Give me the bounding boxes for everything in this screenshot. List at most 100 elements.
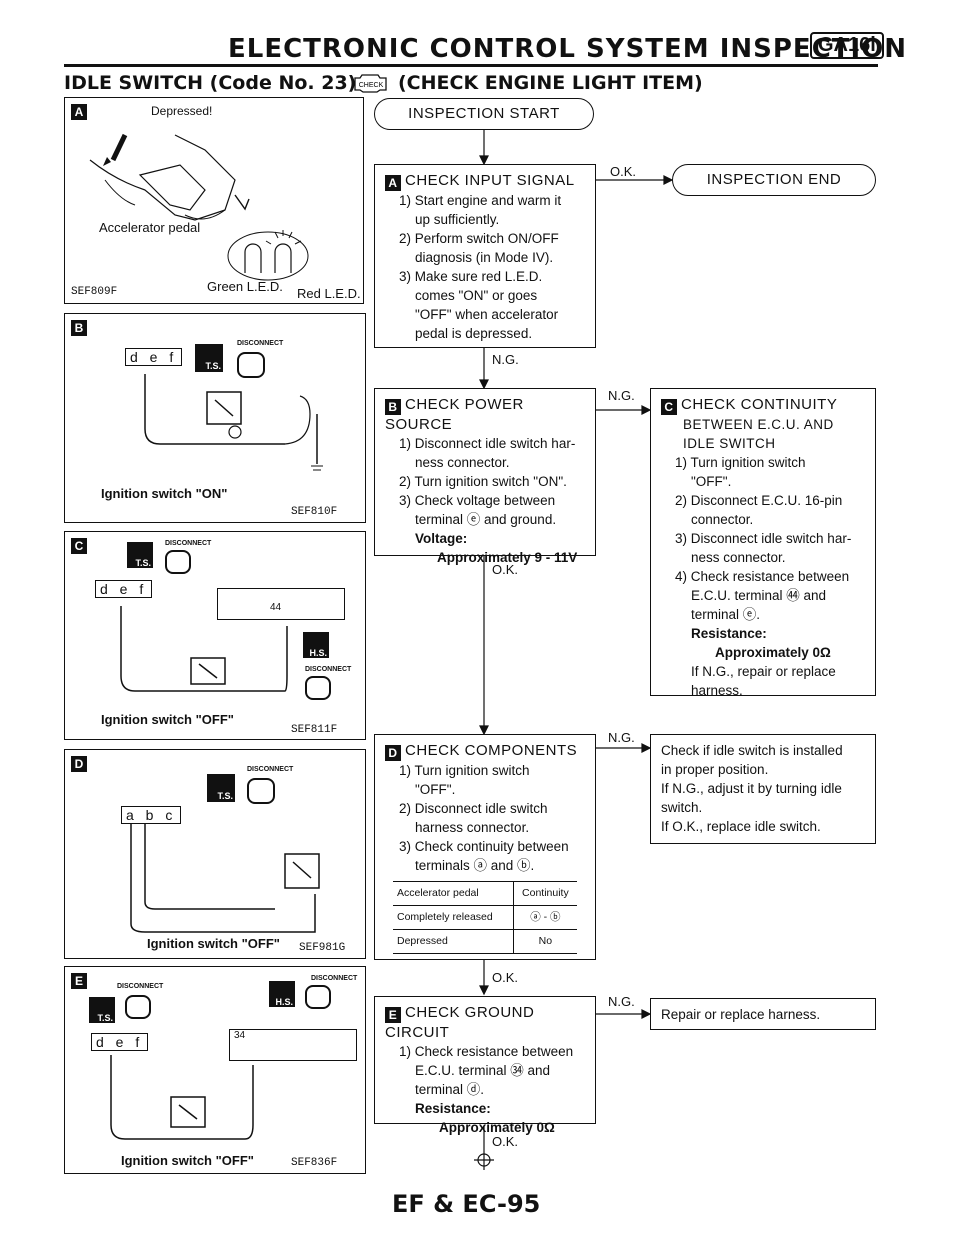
table-cell-depressed: Depressed xyxy=(393,929,514,954)
table-cell-depressed-continuity: No xyxy=(512,929,577,954)
connector-pin-44: 44 xyxy=(270,602,282,613)
flow-ok-d: O.K. xyxy=(492,970,519,985)
step-e-ng-text: Repair or replace harness. xyxy=(661,1007,821,1022)
connector-def: d e f xyxy=(91,1033,149,1051)
step-b-3b: terminal ⓔ and ground. xyxy=(415,512,557,527)
disconnect-icon xyxy=(165,550,191,574)
table-header-pedal: Accelerator pedal xyxy=(393,881,514,906)
figure-e-code: SEF836F xyxy=(291,1157,338,1169)
green-led-label: Green L.E.D. xyxy=(207,279,283,294)
accelerator-pedal-illustration xyxy=(89,133,250,221)
flow-ok-b: O.K. xyxy=(492,562,519,577)
figure-b-badge: B xyxy=(71,320,87,336)
step-d-3: 3) Check continuity between xyxy=(399,839,569,854)
step-d-2b: harness connector. xyxy=(415,820,530,835)
header-rule xyxy=(64,64,878,67)
figure-a-panel: A Depressed! Accelerator pedal Green L.E… xyxy=(64,97,364,304)
step-c-resistance-label: Resistance: xyxy=(691,626,767,641)
step-d-badge: D xyxy=(385,745,401,761)
disconnect-label: DISCONNECT xyxy=(165,540,212,547)
flow-box-d-ng: Check if idle switch is installed in pro… xyxy=(650,734,876,844)
step-c-4: 4) Check resistance between xyxy=(675,569,850,584)
step-a-2: 2) Perform switch ON/OFF xyxy=(399,231,559,246)
step-a-1b: up sufficiently. xyxy=(415,212,500,227)
step-e-resistance-label: Resistance: xyxy=(415,1101,491,1116)
step-c-1b: "OFF". xyxy=(691,474,732,489)
figure-a-badge: A xyxy=(71,104,87,120)
step-b-1: 1) Disconnect idle switch har- xyxy=(399,436,576,451)
voltmeter-circuit xyxy=(144,374,323,471)
step-c-heading-1: CHECK CONTINUITY xyxy=(681,396,838,413)
flow-ok-a: O.K. xyxy=(610,164,637,179)
figure-a-code: SEF809F xyxy=(71,286,118,298)
table-row: Accelerator pedal Continuity xyxy=(393,881,577,906)
step-c-heading-3: IDLE SWITCH xyxy=(683,436,776,451)
continuity-table: Accelerator pedal Continuity Completely … xyxy=(393,881,577,954)
step-d-1b: "OFF". xyxy=(415,782,456,797)
ohmmeter-circuit xyxy=(120,606,288,692)
figure-d-badge: D xyxy=(71,756,87,772)
figure-a-depressed: Depressed! xyxy=(151,104,213,118)
inspection-end: INSPECTION END xyxy=(672,164,876,196)
table-header-continuity: Continuity xyxy=(512,881,577,906)
page-title: ELECTRONIC CONTROL SYSTEM INSPECTION xyxy=(228,34,908,64)
connector-def: d e f xyxy=(95,580,153,598)
section-subtitle: IDLE SWITCH (Code No. 23) xyxy=(64,72,357,94)
ts-icon: T.S. xyxy=(89,997,115,1023)
figure-d-panel: D T.S. DISCONNECT a b c Ignition switch … xyxy=(64,749,366,959)
flow-ok-e: O.K. xyxy=(492,1134,519,1149)
step-a-2b: diagnosis (in Mode IV). xyxy=(415,250,554,265)
step-b-heading: CHECK POWER SOURCE xyxy=(385,396,524,433)
table-row: Completely released ⓐ - ⓑ xyxy=(393,905,577,930)
ignition-switch-off-label: Ignition switch "OFF" xyxy=(101,712,234,727)
step-d-ng-3: If N.G., adjust it by turning idle xyxy=(661,781,842,796)
check-icon-text: CHECK xyxy=(359,82,384,89)
step-c-1: 1) Turn ignition switch xyxy=(675,455,806,470)
step-b-voltage-value: Approximately 9 - 11V xyxy=(437,550,578,565)
ts-icon: T.S. xyxy=(195,344,223,372)
table-cell-released: Completely released xyxy=(393,905,514,930)
disconnect-icon xyxy=(237,352,265,378)
disconnect-label: DISCONNECT xyxy=(311,975,358,982)
step-d-heading: CHECK COMPONENTS xyxy=(405,742,578,759)
step-d-2: 2) Disconnect idle switch xyxy=(399,801,548,816)
led-illustration xyxy=(227,230,309,281)
disconnect-label: DISCONNECT xyxy=(237,340,284,347)
step-d-3b: terminals ⓐ and ⓑ. xyxy=(415,858,535,873)
step-b-voltage-label: Voltage: xyxy=(415,531,468,546)
step-e-heading: CHECK GROUND CIRCUIT xyxy=(385,1004,535,1041)
engine-code-badge: GA16i xyxy=(810,32,884,59)
red-led-label: Red L.E.D. xyxy=(297,286,361,301)
disconnect-label: DISCONNECT xyxy=(305,666,352,673)
step-e-resistance-value: Approximately 0Ω xyxy=(439,1120,555,1135)
step-b-2: 2) Turn ignition switch "ON". xyxy=(399,474,567,489)
step-b-1b: ness connector. xyxy=(415,455,510,470)
disconnect-icon xyxy=(305,676,331,700)
step-c-4b: E.C.U. terminal ㊹ and xyxy=(691,588,827,603)
figure-e-panel: E T.S. DISCONNECT H.S. DISCONNECT d e f … xyxy=(64,966,366,1174)
hs-icon: H.S. xyxy=(303,632,329,658)
ohmmeter-circuit xyxy=(130,824,320,933)
disconnect-icon xyxy=(125,995,151,1019)
ignition-switch-off-label: Ignition switch "OFF" xyxy=(147,936,280,951)
connector-abc: a b c xyxy=(121,806,182,824)
ignition-switch-off-label: Ignition switch "OFF" xyxy=(121,1153,254,1168)
step-e-1c: terminal ⓓ. xyxy=(415,1082,485,1097)
step-a-3: 3) Make sure red L.E.D. xyxy=(399,269,543,284)
step-b-3: 3) Check voltage between xyxy=(399,493,556,508)
hs-icon: H.S. xyxy=(269,981,295,1007)
step-d-ng-4: switch. xyxy=(661,800,703,815)
ts-icon: T.S. xyxy=(127,542,153,568)
connector-def: d e f xyxy=(125,348,183,366)
step-d-1: 1) Turn ignition switch xyxy=(399,763,530,778)
disconnect-icon xyxy=(305,985,331,1009)
step-a-3b: comes "ON" or goes xyxy=(415,288,538,303)
flow-ng-a: N.G. xyxy=(492,352,519,367)
step-d-ng-5: If O.K., replace idle switch. xyxy=(661,819,821,834)
step-c-3: 3) Disconnect idle switch har- xyxy=(675,531,852,546)
